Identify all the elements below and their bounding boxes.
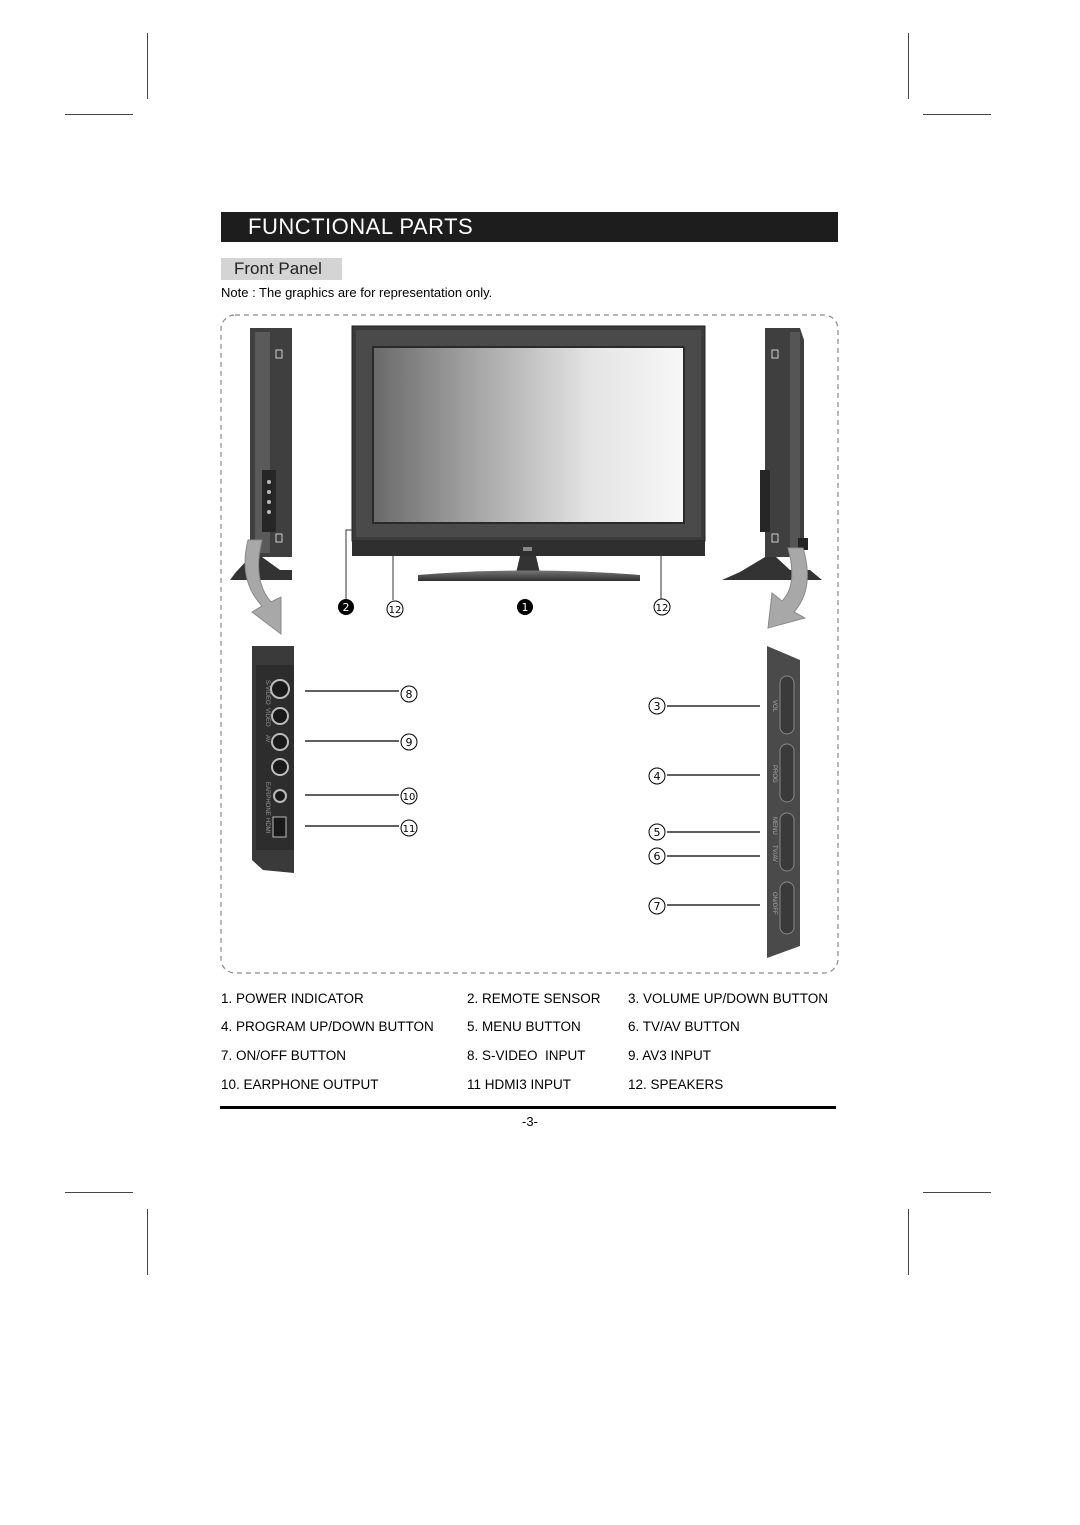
callout-8: 8 [400, 685, 418, 703]
vol-label: VOL [771, 700, 777, 713]
earphone-label: EARPHONE [264, 782, 270, 816]
callout-10: 10 [400, 787, 418, 805]
svg-text:4: 4 [654, 770, 661, 783]
right-button-panel: VOL PROG MENU TV/AV ON/OFF [767, 646, 800, 958]
callout-3: 3 [648, 697, 666, 715]
video-label: VIDEO [264, 708, 270, 727]
svg-text:10: 10 [403, 792, 416, 803]
svg-text:12: 12 [389, 605, 402, 616]
tv-left-side [230, 328, 292, 580]
tvav-label: TV/AV [771, 845, 777, 862]
part-item: 5. MENU BUTTON [467, 1019, 581, 1034]
svg-text:8: 8 [406, 688, 413, 701]
left-input-panel: S-VIDEO VIDEO AV EARPHONE HDMI [252, 646, 294, 873]
svg-text:11: 11 [403, 824, 416, 835]
subsection-tab: Front Panel [221, 258, 342, 280]
footer-rule [220, 1106, 836, 1109]
right-arrow [767, 547, 808, 629]
vol-button [779, 675, 795, 735]
audio-l-jack [271, 733, 289, 751]
part-item: 9. AV3 INPUT [628, 1048, 712, 1063]
part-item: 6. TV/AV BUTTON [628, 1019, 740, 1034]
onoff-button [779, 881, 795, 935]
crop-mark [923, 114, 991, 115]
svg-text:5: 5 [654, 826, 661, 839]
svg-text:9: 9 [406, 736, 413, 749]
callout-12-right: 12 [653, 598, 671, 616]
svg-text:3: 3 [654, 700, 661, 713]
part-item: 11 HDMI3 INPUT [467, 1077, 572, 1092]
part-item: 4. PROGRAM UP/DOWN BUTTON [221, 1019, 434, 1034]
part-item: 1. POWER INDICATOR [221, 991, 364, 1006]
svg-text:12: 12 [656, 603, 669, 614]
tv-front [351, 325, 706, 581]
part-item: 2. REMOTE SENSOR [467, 991, 601, 1006]
hdmi-label: HDMI [264, 818, 270, 834]
note-text: Note : The graphics are for representati… [221, 285, 493, 300]
crop-mark [147, 1209, 148, 1275]
av-label: AV [264, 735, 270, 743]
video-jack [271, 707, 289, 725]
tv-diagram: S-VIDEO VIDEO AV EARPHONE HDMI VOL PROG … [220, 314, 839, 974]
svideo-label: S-VIDEO [264, 680, 270, 705]
callout-2: 2 [338, 599, 354, 615]
part-item: 3. VOLUME UP/DOWN BUTTON [628, 991, 829, 1006]
left-arrow [244, 539, 282, 636]
hdmi-port [272, 816, 287, 838]
menu-label: MENU [771, 817, 777, 835]
callout-5: 5 [648, 823, 666, 841]
callout-7: 7 [648, 897, 666, 915]
crop-mark [65, 1192, 133, 1193]
part-item: 12. SPEAKERS [628, 1077, 724, 1092]
page-title: FUNCTIONAL PARTS [248, 214, 474, 239]
callout-9: 9 [400, 733, 418, 751]
crop-mark [908, 33, 909, 99]
menu-tvav-button [779, 812, 795, 872]
part-item: 10. EARPHONE OUTPUT [221, 1077, 379, 1092]
svg-text:1: 1 [522, 601, 529, 614]
svg-text:6: 6 [654, 850, 661, 863]
svg-text:7: 7 [654, 900, 661, 913]
callout-6: 6 [648, 847, 666, 865]
diagram-frame [220, 314, 839, 974]
part-item: 7. ON/OFF BUTTON [221, 1048, 347, 1063]
svg-text:2: 2 [343, 601, 350, 614]
callout-4: 4 [648, 767, 666, 785]
section-header: FUNCTIONAL PARTS [221, 212, 838, 242]
crop-mark [147, 33, 148, 99]
audio-r-jack [271, 758, 289, 776]
part-item: 8. S-VIDEO INPUT [467, 1048, 586, 1063]
tv-right-side [722, 328, 822, 580]
onoff-label: ON/OFF [771, 892, 777, 915]
crop-mark [65, 114, 133, 115]
power-indicator [523, 547, 532, 551]
earphone-jack [273, 789, 287, 803]
callout-11: 11 [400, 819, 418, 837]
crop-mark [923, 1192, 991, 1193]
prog-button [779, 743, 795, 803]
prog-label: PROG [771, 765, 777, 783]
callout-1: 1 [517, 599, 533, 615]
callout-12-left: 12 [386, 600, 404, 618]
svideo-jack [270, 679, 290, 699]
subsection-title: Front Panel [234, 259, 322, 278]
page-number: -3- [522, 1114, 538, 1129]
crop-mark [908, 1209, 909, 1275]
